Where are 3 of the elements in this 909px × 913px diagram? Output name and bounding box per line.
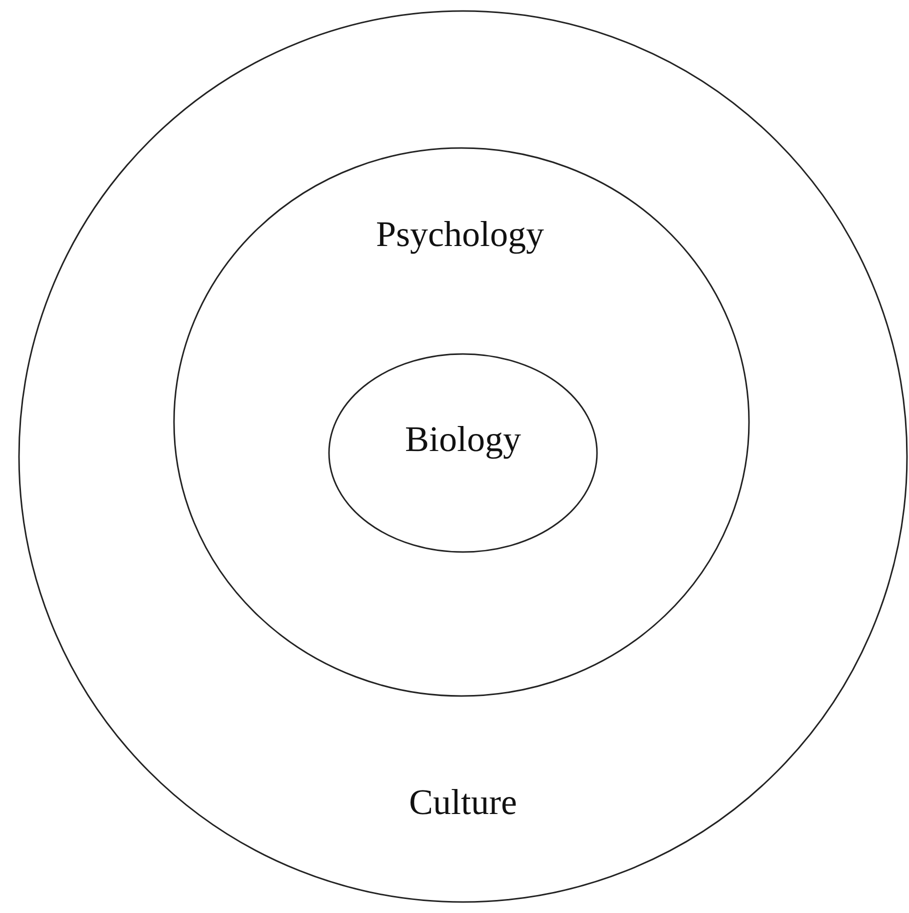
region-label: Culture xyxy=(409,783,517,823)
region-label: Biology xyxy=(405,420,521,460)
region-label: Psychology xyxy=(376,215,544,255)
